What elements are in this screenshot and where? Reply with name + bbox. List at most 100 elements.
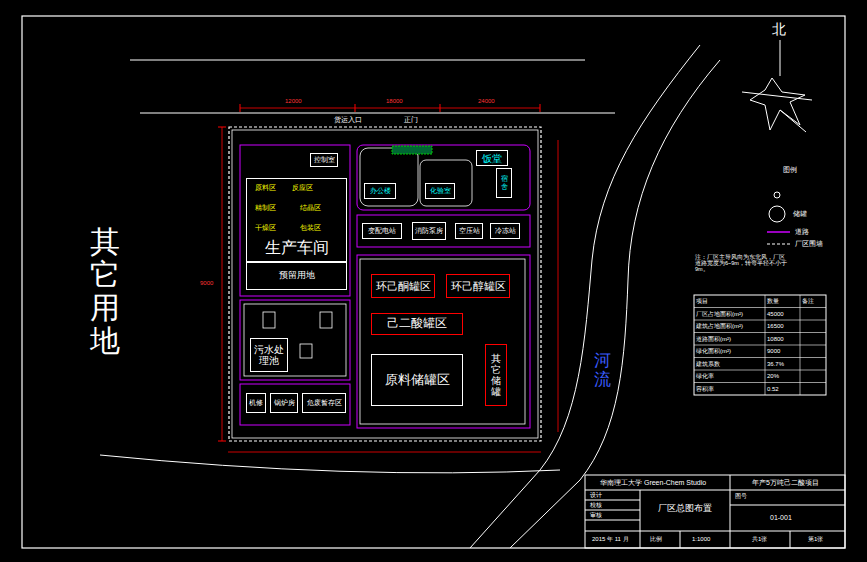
pump-box [300, 344, 312, 358]
tank-area-box: 其它储罐 [485, 344, 507, 406]
dimension-line [240, 108, 540, 109]
table-cell: 备注 [802, 298, 814, 305]
building-label: 锅炉房 [274, 399, 295, 407]
building-label: 饭堂 [482, 153, 502, 164]
building-label: 生产车间 [265, 239, 329, 257]
table-line [765, 295, 766, 395]
zone-label: 包装区 [300, 224, 321, 232]
title-block-line [585, 500, 640, 501]
building-box: 锅炉房 [270, 393, 298, 413]
table-cell: 16500 [767, 323, 784, 330]
table-cell: 45000 [767, 311, 784, 318]
building-outline [360, 148, 418, 206]
table-cell: 10800 [767, 336, 784, 343]
table-line [694, 320, 826, 321]
dimension-line [558, 140, 559, 432]
building-label: 办公楼 [370, 187, 391, 195]
zone-label: 原料区 [255, 184, 276, 192]
wastewater-box: 污水处理池 [250, 338, 288, 372]
road-edge [357, 215, 530, 247]
title-block-text: 01-001 [770, 514, 792, 522]
table-cell: 厂区占地面积(m²) [696, 311, 743, 318]
building-label: 控制室 [314, 156, 335, 164]
tank-area-box: 环己醇罐区 [446, 274, 510, 298]
building-label: 变配电站 [368, 227, 396, 235]
zone-label: 精制区 [255, 204, 276, 212]
table-line [694, 382, 826, 383]
building-outline [244, 304, 346, 376]
title-block-line [640, 490, 641, 548]
legend-sample [774, 192, 780, 198]
legend-sample [769, 206, 785, 222]
north-line [780, 40, 781, 76]
title-block-line [680, 531, 681, 548]
boundary-line [100, 455, 560, 473]
river-label: 河流 [594, 352, 611, 389]
table-line [694, 357, 826, 358]
building-label: 机修 [249, 399, 263, 407]
building-label: 原料储罐区 [385, 373, 450, 387]
table-cell: 0.52 [767, 386, 779, 393]
pump-box [320, 312, 332, 328]
title-block-line [730, 475, 731, 548]
compass-line [780, 110, 806, 132]
table-cell: 数量 [767, 298, 779, 305]
building-label: 宿舍 [501, 175, 508, 190]
building-label: 化验室 [430, 187, 451, 195]
title-block [585, 475, 845, 548]
title-block-text: 厂区总图布置 [658, 504, 712, 514]
table-line [694, 332, 826, 333]
building-label: 污水处理池 [251, 344, 287, 366]
tank-farm-outline [360, 259, 525, 424]
area-label: 其它用地 [90, 225, 120, 357]
zone-label: 反应区 [292, 184, 313, 192]
table-cell: 容积率 [696, 386, 714, 393]
building-label: 环己醇罐区 [451, 280, 506, 292]
building-label: 冷冻站 [495, 227, 516, 235]
building-label: 己二酸罐区 [387, 317, 447, 330]
building-box: 危废暂存区 [302, 393, 346, 413]
building-label: 环己酮罐区 [376, 280, 431, 292]
table-cell: 绿化面积(m²) [696, 348, 731, 355]
road-edge [357, 145, 530, 210]
dimension: 18000 [386, 98, 403, 105]
reserved-land-box: 预留用地 [246, 262, 347, 290]
sheet-frame [22, 16, 845, 548]
dimension-tick [540, 104, 541, 112]
dimension-tick [218, 127, 226, 128]
note: 注：厂区主导风向为东北风，厂区道路宽度为6~9m，转弯半径不小于9m。 [695, 254, 787, 272]
road-edge [357, 255, 530, 428]
table-cell: 20% [767, 373, 779, 380]
title-block-text: 审核 [590, 512, 602, 519]
dimension: 9000 [200, 280, 213, 287]
legend-text: 厂区围墙 [795, 240, 823, 248]
table-frame [694, 295, 826, 395]
building-box: 化验室 [425, 183, 455, 199]
building-outline [420, 160, 472, 206]
title-block-text: 第1张 [808, 536, 823, 543]
title-block-line [585, 520, 640, 521]
compass-line [742, 92, 812, 100]
building-box: 空压站 [455, 223, 483, 239]
title-block-line [790, 531, 791, 548]
building-label: 消防泵房 [415, 227, 443, 235]
zone-label: 干燥区 [255, 224, 276, 232]
green-belt [392, 146, 432, 154]
road-edge [240, 300, 350, 380]
dimension-tick [240, 104, 241, 112]
title-block-text: 设计 [590, 492, 602, 499]
building-label: 其它储罐 [491, 353, 501, 397]
compass-rose [750, 78, 805, 130]
table-cell: 建筑系数 [696, 361, 720, 368]
dimension: 12000 [285, 98, 302, 105]
title-block-text: 图号 [735, 493, 747, 500]
legend-sample [767, 231, 790, 233]
road-edge [240, 145, 350, 296]
tank-area-box: 原料储罐区 [371, 354, 463, 406]
dimension-line [228, 452, 541, 453]
building-box: 消防泵房 [412, 222, 446, 240]
dimension-line [222, 127, 223, 441]
building-label: 预留用地 [279, 271, 315, 281]
